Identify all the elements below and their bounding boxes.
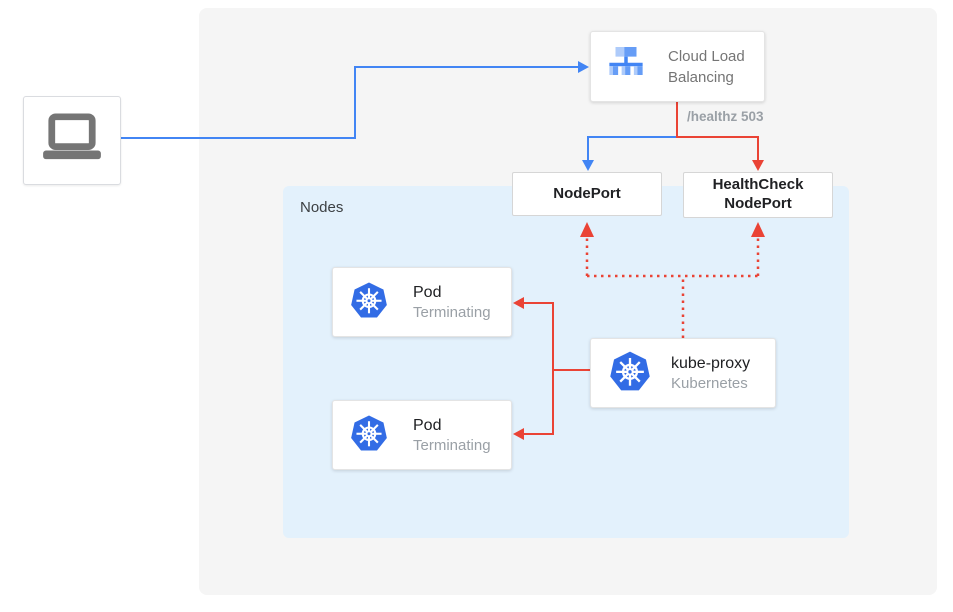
healthcheck-nodeport-label: HealthCheck NodePort <box>712 176 804 212</box>
pod-title: Pod <box>413 416 442 434</box>
client-laptop-card <box>23 96 121 185</box>
kube-proxy-title: kube-proxy <box>671 354 751 372</box>
pod-status: Terminating <box>413 436 491 454</box>
pod-card-1: Pod Terminating <box>332 267 512 337</box>
kubernetes-icon <box>609 350 651 397</box>
nodes-group-label: Nodes <box>300 199 344 216</box>
cloud-load-balancing-card: Cloud Load Balancing <box>590 31 765 102</box>
pod-card-2: Pod Terminating <box>332 400 512 470</box>
pod-title: Pod <box>413 283 442 301</box>
kube-proxy-card: kube-proxy Kubernetes <box>590 338 776 408</box>
pod-status: Terminating <box>413 303 491 321</box>
kube-proxy-subtitle: Kubernetes <box>671 374 748 392</box>
healthcheck-nodeport-card: HealthCheck NodePort <box>683 172 833 218</box>
cloud-load-balancing-icon <box>605 46 647 88</box>
kubernetes-icon <box>350 414 388 457</box>
nodeport-card: NodePort <box>512 172 662 216</box>
cloud-load-balancing-label: Cloud Load Balancing <box>668 47 745 86</box>
kubernetes-icon <box>350 281 388 324</box>
nodeport-label: NodePort <box>553 184 621 202</box>
laptop-icon <box>40 112 104 169</box>
healthz-annotation: /healthz 503 <box>687 109 764 124</box>
